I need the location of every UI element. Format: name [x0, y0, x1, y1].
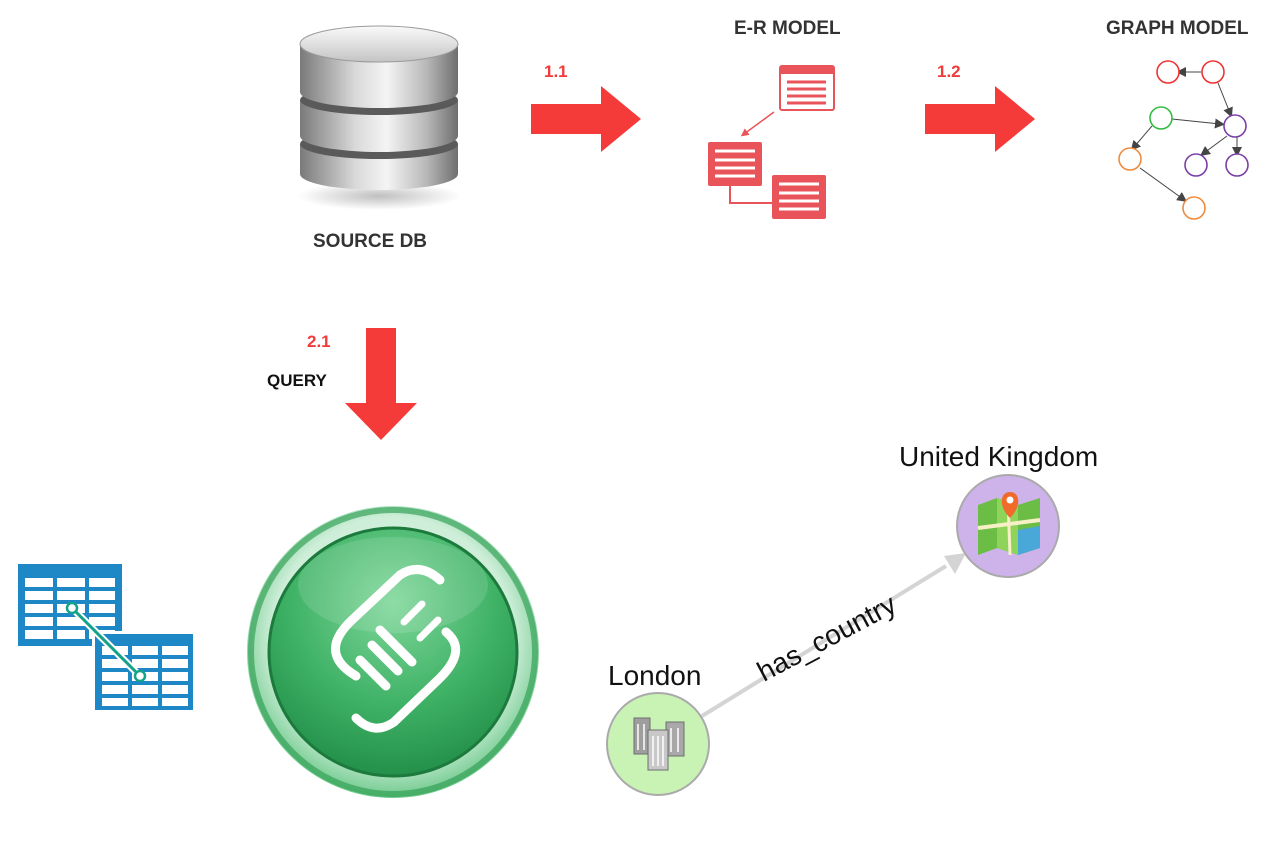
map-icon — [977, 492, 1041, 556]
has-country-edge — [700, 553, 966, 718]
arrow-2-1 — [345, 328, 417, 440]
etl-plug-icon — [247, 506, 539, 798]
linked-tables-icon — [18, 564, 196, 713]
arrow-1-1 — [531, 86, 641, 152]
uk-node-label: United Kingdom — [899, 441, 1099, 472]
uk-node[interactable] — [956, 474, 1060, 578]
er-model-label: E-R MODEL — [734, 18, 841, 39]
buildings-icon — [633, 717, 685, 771]
graph-model-label: GRAPH MODEL — [1106, 18, 1249, 39]
database-icon — [297, 25, 461, 210]
london-node-label: London — [608, 660, 702, 691]
london-node[interactable] — [606, 692, 710, 796]
step-1-2-label: 1.2 — [937, 62, 961, 81]
er-diagram-icon — [708, 65, 835, 219]
query-label: QUERY — [267, 371, 327, 390]
arrow-1-2 — [925, 86, 1035, 152]
step-2-1-label: 2.1 — [307, 332, 331, 351]
source-db-label: SOURCE DB — [313, 231, 428, 252]
step-1-1-label: 1.1 — [544, 62, 568, 81]
graph-model-icon — [1118, 60, 1249, 220]
